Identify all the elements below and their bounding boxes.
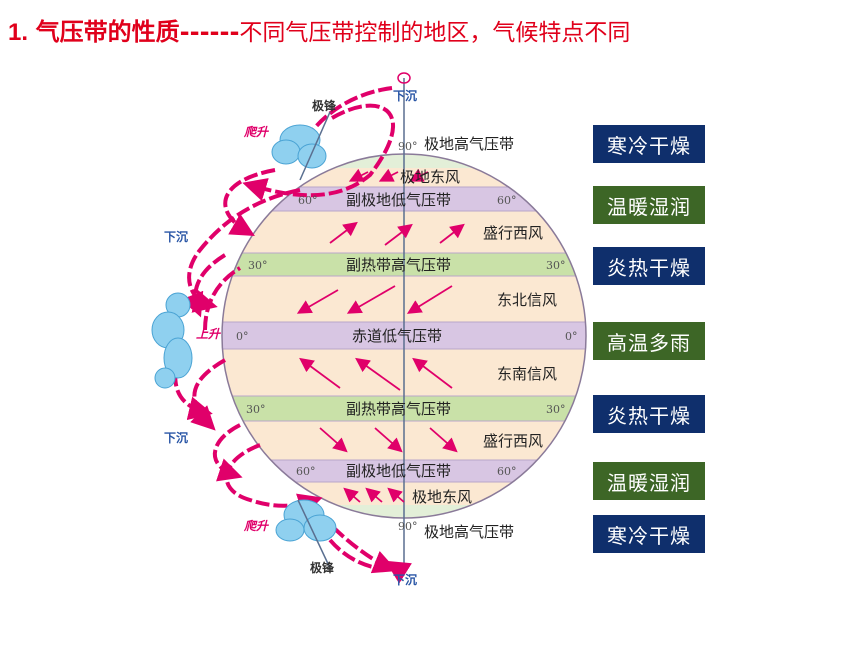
wind-arrows-se-trade — [299, 357, 453, 391]
wind-arrows-westerly-n — [329, 221, 465, 246]
title-number: 1. — [8, 19, 29, 46]
wind-arrows-ne-trade — [296, 285, 453, 314]
belt-subtropical-high-s: 副热带高气压带 — [346, 400, 451, 418]
degree-90-s: 90° — [398, 520, 418, 533]
wind-westerly-s: 盛行西风 — [483, 432, 543, 450]
polar-front-line-n — [299, 111, 331, 181]
belt-polar-high-s: 极地高气压带 — [424, 523, 514, 541]
degree-60-sw: 60° — [296, 465, 316, 478]
title-heading: 气压带的性质 — [35, 18, 180, 46]
belt-polar-high-n: 极地高气压带 — [424, 135, 514, 153]
polar-front-line-s — [297, 499, 331, 569]
climate-box-equatorial: 高温多雨 — [593, 322, 705, 360]
wind-polar-east-n: 极地东风 — [400, 168, 460, 186]
climate-box-subtropical-s: 炎热干燥 — [593, 395, 705, 433]
wind-arrows-polar-n — [348, 168, 429, 182]
degree-0-e: 0° — [565, 330, 578, 343]
wind-ne-trade: 东北信风 — [497, 291, 557, 309]
degree-60-nw: 60° — [298, 194, 318, 207]
rotation-icon — [397, 72, 411, 84]
label-xiachen-top: 下沉 — [393, 88, 417, 103]
degree-30-sw: 30° — [246, 403, 266, 416]
climate-box-polar-n: 寒冷干燥 — [593, 125, 705, 163]
circulation-cells — [173, 86, 412, 584]
page-title: 1. 气压带的性质------不同气压带控制的地区，气候特点不同 — [8, 12, 630, 47]
degree-60-se: 60° — [497, 465, 517, 478]
wind-polar-east-s: 极地东风 — [412, 488, 472, 506]
degree-30-ne: 30° — [546, 259, 566, 272]
degree-0-w: 0° — [236, 330, 249, 343]
label-pasheng-top: 爬升 — [243, 125, 270, 139]
wind-westerly-n: 盛行西风 — [483, 224, 543, 242]
belt-equatorial-low: 赤道低气压带 — [352, 327, 442, 345]
wind-arrows-polar-s — [343, 487, 405, 503]
wind-se-trade: 东南信风 — [497, 365, 557, 383]
label-pasheng-bottom: 爬升 — [243, 519, 270, 533]
cloud-icon — [151, 124, 337, 542]
climate-box-subtropical-n: 炎热干燥 — [593, 247, 705, 285]
label-jifeng-bottom: 极锋 — [310, 560, 335, 575]
climate-box-polar-s: 寒冷干燥 — [593, 515, 705, 553]
title-subtitle: 不同气压带控制的地区，气候特点不同 — [239, 20, 631, 46]
climate-box-subpolar-s: 温暖湿润 — [593, 462, 705, 500]
label-shangsheng: 上升 — [196, 327, 222, 341]
wind-arrows-westerly-s — [319, 427, 458, 453]
degree-60-ne: 60° — [497, 194, 517, 207]
belt-subtropical-high-n: 副热带高气压带 — [346, 256, 451, 274]
title-dashes: ------ — [179, 18, 240, 46]
climate-box-subpolar-n: 温暖湿润 — [593, 186, 705, 224]
label-xiachen-left-top: 下沉 — [164, 229, 188, 244]
degree-30-se: 30° — [546, 403, 566, 416]
degree-90-n: 90° — [398, 140, 418, 153]
belt-subpolar-low-n: 副极地低气压带 — [346, 191, 451, 209]
belt-subpolar-low-s: 副极地低气压带 — [346, 462, 451, 480]
degree-30-nw: 30° — [248, 259, 268, 272]
label-jifeng-top: 极锋 — [312, 98, 337, 113]
label-xiachen-bottom: 下沉 — [393, 572, 417, 587]
label-xiachen-left-bottom: 下沉 — [164, 430, 188, 445]
